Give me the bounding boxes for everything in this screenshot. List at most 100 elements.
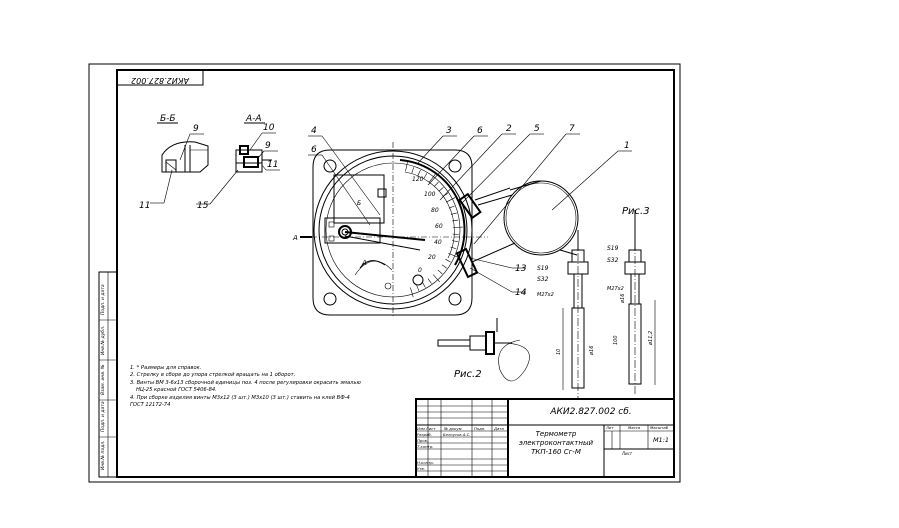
callout-15: 15 (197, 201, 209, 211)
gauge-main-view (300, 142, 513, 318)
dimensions: S19 S32 S19 S32 M27x2 M27x2 10 ø16 ø16 1… (537, 245, 654, 356)
probe-right (624, 210, 656, 395)
dim-label: S19 (607, 245, 619, 252)
dial-number: 120 (412, 176, 424, 183)
callout-2: 2 (506, 124, 512, 134)
callout-11: 11 (139, 201, 150, 211)
dim-label: M27x2 (607, 286, 624, 292)
title-block: Изм Лист Разраб. Пров. Т.контр. Н.контр.… (415, 398, 675, 478)
dim-label: ø16 (589, 346, 595, 356)
strip-label: Подп. и дата (100, 401, 106, 432)
dial-scale: 120 100 80 60 40 20 0 (412, 176, 443, 274)
section-marks: А А Б (292, 200, 367, 267)
dial-tick (434, 181, 439, 187)
tb-col-label: № докум. (443, 426, 463, 431)
callout-9: 9 (193, 124, 199, 134)
dial-number: 60 (435, 223, 443, 230)
callout-6: 6 (311, 145, 317, 155)
callout-10: 10 (263, 123, 275, 133)
tb-scale: М1:1 (653, 436, 669, 444)
callout-13: 13 (515, 264, 527, 274)
callouts: 1 2 3 4 5 6 6 7 9 9 10 11 11 13 14 15 (139, 123, 630, 298)
note-line: НЦ-25 красной ГОСТ 5406-84. (136, 387, 217, 393)
tb-code: АКИ2.827.002 сб. (549, 407, 631, 417)
tb-name-line: электроконтактный (519, 439, 594, 447)
tb-row-label: Утв. (417, 466, 425, 471)
dial-tick (450, 212, 457, 215)
side-strip: Инв.№ подл. Подп. и дата Взам. инв. № Ин… (98, 271, 118, 478)
dial-tick (411, 167, 415, 174)
strip-label: Взам. инв. № (100, 364, 106, 395)
dial-tick (442, 192, 448, 197)
tb-row-label: Пров. (417, 438, 428, 443)
tb-row-label: Изм Лист (417, 426, 436, 431)
tb-hdr-mass: Масса (628, 425, 641, 430)
tb-name-line: Термометр (536, 430, 577, 438)
dial-tick (452, 219, 459, 222)
inverted-code: АКИ2.827.002 (131, 76, 190, 85)
dial-number: 80 (431, 207, 439, 214)
dial-number: 0 (418, 267, 422, 274)
dial-tick (416, 285, 420, 291)
dim-label: S32 (537, 276, 549, 283)
callout-11: 11 (267, 160, 278, 170)
dial-tick (417, 169, 421, 176)
dial-tick (422, 282, 426, 288)
callout-14: 14 (515, 288, 527, 298)
note-line: 2. Стрелку в сборе до упора стрелкой вра… (130, 372, 295, 378)
outer-frame (88, 63, 681, 483)
section-aa: А-А (235, 114, 272, 173)
callout-5: 5 (534, 124, 540, 134)
dial-number: 100 (424, 191, 436, 198)
dial-tick (405, 161, 408, 172)
dial-tick (410, 287, 414, 298)
tb-row-label: Т.контр. (417, 444, 433, 449)
note-line: 3. Винты ВМ 3-6х13 сборочной единицы поз… (130, 380, 362, 386)
tb-sheet: Лист (621, 451, 633, 456)
dim-label: 100 (613, 335, 619, 345)
tb-col-label: Подп. (474, 426, 486, 431)
dial-tick (445, 258, 451, 263)
section-mark-b: Б (357, 200, 361, 207)
tb-col-label: Дата (493, 426, 505, 431)
dim-label: M27x2 (537, 292, 554, 298)
note-line: 4. При сборке изделия винты М3х12 (3 шт.… (130, 395, 350, 401)
dial-tick (423, 173, 428, 179)
section-mark-a: А (361, 259, 367, 267)
probe-fig2 (437, 318, 530, 382)
dim-label: ø16 (620, 294, 626, 304)
strip-label: Инв.№ подл. (100, 440, 106, 470)
dial-tick (438, 187, 444, 192)
tb-developer: Белоусов А.С. (443, 432, 470, 437)
callout-1: 1 (624, 141, 630, 151)
note-line: 1. * Размеры для справок. (130, 365, 201, 371)
callout-3: 3 (446, 126, 452, 136)
callout-4: 4 (311, 126, 317, 136)
inverted-code-box: АКИ2.827.002 (116, 69, 204, 86)
tb-row-label: Разраб. (417, 432, 432, 437)
dial-tick (446, 197, 456, 203)
fig2-label: Рис.2 (454, 369, 482, 380)
dial-tick (450, 246, 457, 250)
dial-tick (441, 264, 447, 269)
dial-number: 40 (434, 239, 442, 246)
dial-tick (448, 252, 458, 258)
notes: 1. * Размеры для справок. 2. Стрелку в с… (130, 365, 362, 408)
dial-tick (437, 269, 443, 275)
tb-hdr-scale: Масштаб (650, 425, 669, 430)
dial-tick (427, 278, 432, 284)
dim-label: ø11,2 (648, 331, 654, 346)
callout-6: 6 (477, 126, 483, 136)
note-line: ГОСТ 12172-74 (130, 402, 170, 408)
dial-tick (429, 174, 436, 183)
tb-name-line: ТКП-160 Сг-М (531, 448, 581, 456)
dim-label: S32 (607, 257, 619, 264)
strip-label: Подп. и дата (100, 284, 106, 315)
dial-tick (432, 274, 441, 283)
leader-lines (150, 132, 632, 293)
strip-label: Инв.№ дубл. (100, 326, 106, 355)
dim-label: S19 (537, 265, 549, 272)
section-mark-a: А (292, 234, 298, 242)
probe-left (562, 230, 589, 400)
